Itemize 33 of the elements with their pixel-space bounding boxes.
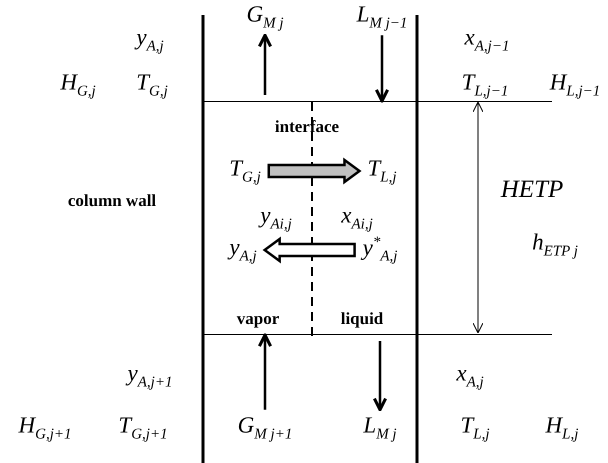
text-label: vapor (236, 309, 280, 329)
variable-label: H$_{L,j}$ (546, 412, 578, 444)
variable-label: L$_{M j−1}$ (356, 2, 408, 32)
variable-label: T$_{G,j}$ (229, 156, 261, 186)
variable-label: T$_{L,j−1}$ (462, 70, 508, 100)
dimension-label: HETP (500, 176, 564, 204)
arrow (372, 341, 388, 412)
variable-label: T$_{G,j+1}$ (118, 412, 168, 444)
variable-label: y$_{A,j}$ (229, 234, 257, 266)
variable-label: x$_{A,j−1}$ (464, 24, 510, 56)
variable-label: H$_{G,j}$ (60, 70, 96, 100)
variable-label: T$_{L,j}$ (367, 156, 397, 186)
text-label: column wall (68, 191, 156, 211)
variable-label: H$_{G,j+1}$ (18, 412, 72, 444)
variable-label: G$_{M j+1}$ (238, 412, 292, 444)
variable-label: y$_{A,j}$ (136, 24, 164, 56)
variable-label: L$_{M j}$ (363, 412, 397, 444)
variable-label: T$_{G,j}$ (136, 70, 168, 100)
dimension-label: h$_{ETP j}$ (532, 230, 578, 260)
variable-label: H$_{L,j−1}$ (550, 70, 600, 100)
variable-label: y$_{A,j+1}$ (128, 360, 172, 392)
variable-label: x$_{A,j}$ (456, 360, 484, 392)
text-label: interface (274, 117, 340, 137)
arrow (258, 333, 272, 410)
block-arrow (262, 236, 356, 264)
variable-label: T$_{L,j}$ (460, 412, 490, 444)
text-label: liquid (340, 309, 384, 329)
arrow (258, 34, 272, 95)
arrow (374, 35, 390, 103)
variable-label: G$_{M j}$ (246, 2, 284, 32)
variable-label: x$_{Ai,j}$ (341, 202, 373, 234)
block-arrow (268, 158, 362, 184)
variable-label: y$_{Ai,j}$ (260, 202, 292, 234)
